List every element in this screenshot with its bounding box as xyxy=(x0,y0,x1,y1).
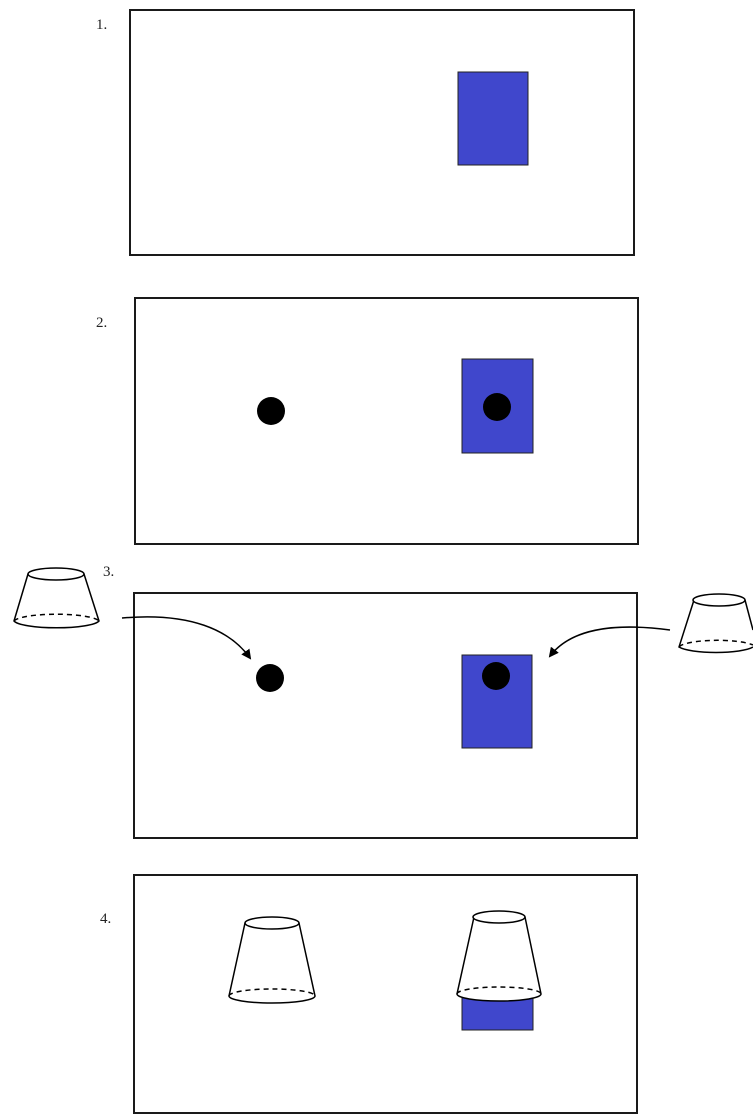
step-label-4: 4. xyxy=(100,911,112,927)
panel-4 xyxy=(133,874,638,1114)
arrow-icon xyxy=(548,626,671,658)
panel-2 xyxy=(134,297,639,545)
arrow-icon xyxy=(121,616,252,660)
cup-icon xyxy=(678,593,753,654)
blue-target-card xyxy=(457,71,529,166)
step-label-3: 3. xyxy=(103,564,115,580)
step-label-2: 2. xyxy=(96,315,108,331)
ball-icon xyxy=(483,393,511,421)
panel-3 xyxy=(13,567,753,839)
ball-icon xyxy=(482,662,510,690)
panel-2-frame xyxy=(134,297,639,545)
panel-1-frame xyxy=(129,9,635,256)
cup-icon xyxy=(456,910,542,1002)
ball-icon xyxy=(256,664,284,692)
panel-3-frame xyxy=(133,592,638,839)
step-label-1: 1. xyxy=(96,17,108,33)
ball-icon xyxy=(257,397,285,425)
panel-4-frame xyxy=(133,874,638,1114)
panel-1 xyxy=(129,9,635,256)
cup-icon xyxy=(228,916,316,1004)
cup-icon xyxy=(13,567,100,629)
